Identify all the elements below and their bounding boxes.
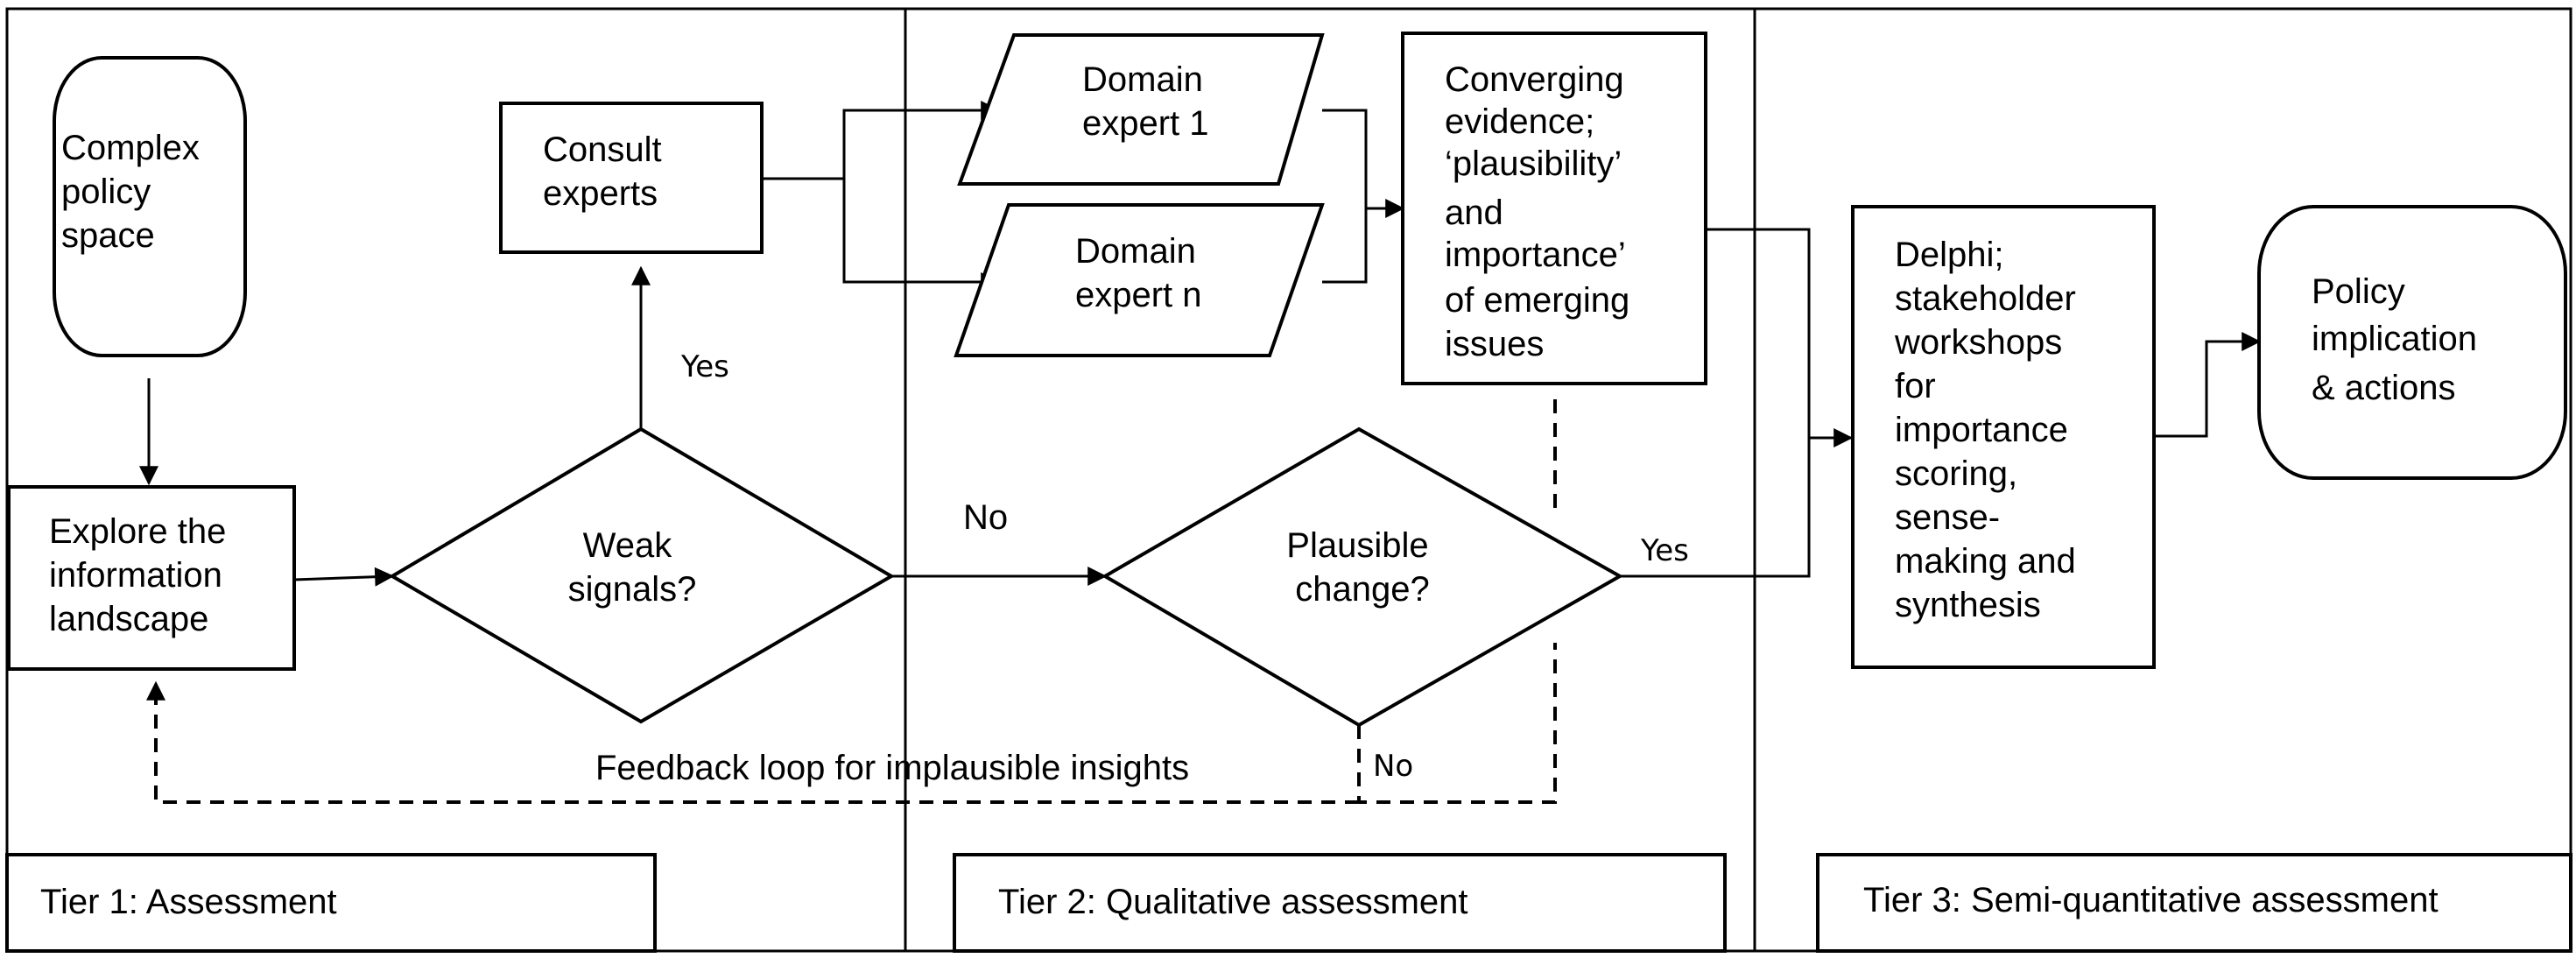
tier3-label-box [1816,853,2572,953]
complex-policy-label: Complex policy space [61,129,209,255]
explore-label: Explore the information landscape [49,512,236,638]
complex-policy-terminal [53,56,247,357]
connector-expert1-out [1322,109,1368,208]
arrow-converging-to-delphi [1706,228,1854,447]
domain-expert1-label: Domain expert 1 [1082,60,1213,143]
edge-label-no-weak: No [963,498,1008,537]
consult-experts-box [499,102,764,254]
domain-expertn-io [954,203,1325,357]
dashed-feedback-loop [146,680,1359,804]
connector-plausible-yes [1620,438,1811,578]
tier3-label: Tier 3: Semi-quantitative assessment [1863,881,2439,919]
tier1-label-box [5,853,657,953]
weak-signals-decision [389,426,895,724]
plausible-change-decision [1101,426,1624,728]
policy-terminal [2257,205,2567,480]
weak-signals-label: Weak signals? [568,526,697,609]
converging-evidence-box [1401,32,1707,385]
tier2-label-box [953,853,1727,953]
converging-evidence-label: Converging evidence; ‘plausibility’ and … [1445,60,1639,363]
consult-experts-label: Consult experts [543,130,672,213]
tier2-label: Tier 2: Qualitative assessment [998,883,1468,921]
dashed-plausible-no [1357,643,1557,804]
edge-label-yes-weak: Yes [680,349,729,384]
connector-expertn-out [1322,208,1368,284]
policy-label: Policy implication & actions [2312,272,2487,407]
feedback-loop-label: Feedback loop for implausible insights [595,749,1189,787]
edge-label-no-plausible: No [1373,749,1413,784]
arrow-consult-to-expertn [842,179,1001,292]
domain-expertn-label: Domain expert n [1075,232,1206,314]
edge-label-yes-plausible: Yes [1640,533,1689,568]
arrow-delphi-to-policy [2154,332,2262,438]
arrow-explore-to-weak [293,567,395,587]
explore-process-box [7,485,296,671]
tier1-label: Tier 1: Assessment [40,883,337,921]
arrow-consult-to-expert1 [842,101,1001,280]
delphi-label: Delphi; stakeholder workshops for import… [1894,236,2086,624]
delphi-box [1851,205,2156,669]
domain-expert1-io [957,33,1325,186]
plausible-change-label: Plausible change? [1286,526,1438,609]
